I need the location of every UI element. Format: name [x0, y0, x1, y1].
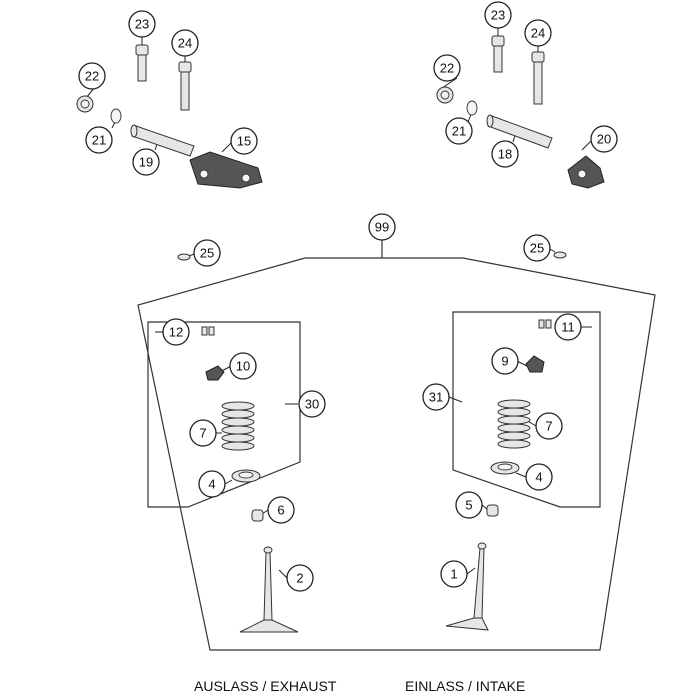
exhaust-spring-kit-frame-30 [147, 321, 301, 508]
callout-4-right: 4 [525, 463, 553, 491]
o-ring-21-left [110, 108, 122, 124]
callout-21-left: 21 [85, 126, 113, 154]
valve-keepers-12 [201, 326, 215, 336]
callout-1: 1 [440, 560, 468, 588]
spring-retainer-9 [525, 355, 545, 373]
svg-text:22: 22 [440, 61, 454, 76]
svg-text:24: 24 [178, 36, 192, 51]
svg-text:31: 31 [429, 390, 443, 405]
svg-text:2: 2 [296, 571, 303, 586]
callout-11: 11 [554, 313, 582, 341]
callout-22-right: 22 [433, 54, 461, 82]
spring-seat-4-right [490, 461, 520, 475]
o-ring-21-right [466, 100, 478, 116]
exhaust-valve-2 [239, 546, 299, 633]
svg-text:7: 7 [545, 419, 552, 434]
rocker-shaft-18 [486, 114, 553, 149]
shim-25-right [553, 251, 567, 259]
svg-text:15: 15 [237, 134, 251, 149]
leader-lines [85, 28, 593, 579]
callout-31: 31 [422, 383, 450, 411]
callout-9: 9 [491, 347, 519, 375]
svg-text:7: 7 [199, 426, 206, 441]
svg-text:18: 18 [498, 147, 512, 162]
callout-15: 15 [230, 127, 258, 155]
callout-5: 5 [455, 491, 483, 519]
intake-caption: EINLASS / INTAKE [405, 678, 526, 694]
callout-24-right: 24 [524, 19, 552, 47]
shim-25-left [177, 253, 191, 261]
svg-text:25: 25 [530, 241, 544, 256]
valve-spring-7-left [221, 401, 255, 451]
rocker-arm-20 [567, 155, 605, 189]
svg-text:11: 11 [561, 320, 575, 335]
bolt-24-right [531, 51, 545, 105]
callout-18: 18 [491, 140, 519, 168]
bolt-23-right [491, 35, 505, 73]
plug-22-right [436, 86, 454, 104]
callout-12: 12 [162, 318, 190, 346]
callout-24-left: 24 [171, 29, 199, 57]
callout-25-right: 25 [523, 234, 551, 262]
callout-7-right: 7 [535, 412, 563, 440]
svg-text:22: 22 [85, 69, 99, 84]
svg-text:30: 30 [305, 397, 319, 412]
spring-retainer-10 [205, 365, 225, 381]
svg-text:19: 19 [139, 155, 153, 170]
callout-2: 2 [286, 564, 314, 592]
svg-text:99: 99 [375, 220, 389, 235]
svg-text:25: 25 [200, 246, 214, 261]
callout-23-right: 23 [484, 1, 512, 29]
callout-25-left: 25 [193, 239, 221, 267]
svg-text:4: 4 [535, 470, 542, 485]
rocker-shaft-19 [130, 124, 195, 157]
svg-text:12: 12 [169, 325, 183, 340]
callout-30: 30 [298, 390, 326, 418]
svg-text:24: 24 [531, 26, 545, 41]
bolt-24-left [178, 61, 192, 111]
callout-6: 6 [267, 496, 295, 524]
svg-text:23: 23 [135, 17, 149, 32]
plug-22-left [76, 95, 94, 113]
callout-99: 99 [368, 213, 396, 241]
svg-text:6: 6 [277, 503, 284, 518]
svg-text:20: 20 [597, 132, 611, 147]
svg-text:21: 21 [92, 133, 106, 148]
callout-7-left: 7 [189, 419, 217, 447]
valve-keepers-11 [538, 319, 552, 329]
valve-spring-7-right [497, 399, 531, 449]
bolt-23-left [135, 44, 149, 82]
intake-valve-1 [445, 542, 489, 631]
svg-text:1: 1 [450, 567, 457, 582]
valve-assembly-frame-99 [137, 240, 656, 651]
valve-stem-seal-5 [486, 504, 499, 517]
rocker-arm-15 [189, 151, 263, 189]
callout-10: 10 [229, 352, 257, 380]
callout-19: 19 [132, 148, 160, 176]
svg-text:10: 10 [236, 359, 250, 374]
intake-spring-kit-frame-31 [452, 311, 601, 508]
exhaust-caption: AUSLASS / EXHAUST [194, 678, 337, 694]
callout-4-left: 4 [198, 470, 226, 498]
callout-20: 20 [590, 125, 618, 153]
svg-text:9: 9 [501, 354, 508, 369]
svg-text:23: 23 [491, 8, 505, 23]
svg-text:5: 5 [465, 498, 472, 513]
valve-stem-seal-6 [251, 509, 264, 522]
callout-22-left: 22 [78, 62, 106, 90]
svg-text:21: 21 [452, 124, 466, 139]
svg-text:4: 4 [208, 477, 215, 492]
callout-23-left: 23 [128, 10, 156, 38]
spring-seat-4-left [231, 469, 261, 483]
callout-21-right: 21 [445, 117, 473, 145]
